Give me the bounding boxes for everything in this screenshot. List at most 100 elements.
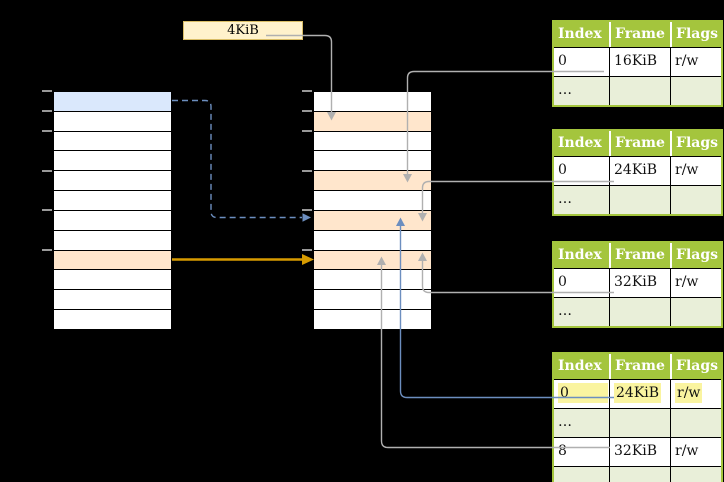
table-cell: 32KiB: [609, 269, 670, 297]
memory-cell-9: [314, 269, 431, 290]
table-cell: [609, 298, 670, 326]
table-cell: [609, 186, 670, 214]
table-cell: …: [558, 303, 572, 319]
tick-mark: [42, 209, 52, 211]
memory-cell-9: [54, 269, 171, 290]
highlighted-value: r/w: [675, 383, 703, 403]
tick-mark: [302, 130, 312, 132]
table-cell: r/w: [670, 380, 721, 408]
tick-mark: [302, 209, 312, 211]
memory-cell-8: [314, 249, 431, 270]
table-cell: r/w: [670, 48, 721, 76]
memory-cell-10: [314, 289, 431, 310]
tick-mark: [302, 170, 312, 172]
middle-memory-column: [313, 91, 432, 330]
table-cell: [670, 77, 721, 105]
table-cell: 0: [558, 53, 567, 69]
table-cell: [609, 409, 670, 437]
left-memory-column: [53, 91, 172, 330]
table-cell: 8: [558, 443, 567, 459]
memory-cell-6: [54, 209, 171, 230]
column-header-index: Index: [558, 247, 602, 263]
memory-cell-4: [54, 170, 171, 191]
column-header-flags: Flags: [670, 354, 721, 379]
table-row: …: [554, 297, 721, 326]
memory-cell-0: [314, 92, 431, 111]
highlighted-value: 24KiB: [614, 383, 662, 403]
table-cell: 16KiB: [609, 48, 670, 76]
memory-cell-1: [314, 110, 431, 131]
memory-cell-5: [54, 190, 171, 210]
arrow-dashed-page-to-frame: [172, 99, 302, 219]
memory-cell-8: [54, 249, 171, 270]
table-cell: [670, 298, 721, 326]
tick-mark: [42, 90, 52, 92]
table-cell: …: [558, 191, 572, 207]
tick-mark: [302, 90, 312, 92]
memory-cell-4: [314, 170, 431, 191]
memory-cell-7: [314, 229, 431, 250]
arrowhead-right-icon: [302, 213, 311, 222]
tick-mark: [42, 249, 52, 251]
column-header-flags: Flags: [670, 22, 721, 47]
table-cell: 24KiB: [609, 380, 670, 408]
table-row: …: [554, 466, 721, 482]
table-cell: 0: [558, 162, 567, 178]
column-header-index: Index: [558, 135, 602, 151]
memory-cell-3: [314, 150, 431, 171]
column-header-index: Index: [558, 26, 602, 42]
tick-mark: [302, 249, 312, 251]
tick-mark: [42, 110, 52, 112]
column-header-frame: Frame: [609, 354, 670, 379]
table-cell: 24KiB: [609, 157, 670, 185]
table-cell: [670, 186, 721, 214]
table-cell: …: [558, 414, 572, 430]
page-size-label: 4KiB: [183, 21, 303, 40]
column-header-flags: Flags: [670, 131, 721, 156]
memory-cell-11: [54, 309, 171, 329]
table-cell: 0: [554, 380, 609, 408]
memory-cell-11: [314, 309, 431, 329]
column-header-frame: Frame: [609, 22, 670, 47]
column-header-frame: Frame: [609, 243, 670, 268]
table-row: …: [554, 185, 721, 214]
memory-cell-0: [54, 92, 171, 111]
table-cell: [670, 409, 721, 437]
tick-mark: [42, 170, 52, 172]
table-row: …: [554, 76, 721, 105]
table-cell: [670, 467, 721, 482]
memory-cell-10: [54, 289, 171, 310]
memory-cell-3: [54, 150, 171, 171]
column-header-frame: Frame: [609, 131, 670, 156]
memory-cell-5: [314, 190, 431, 210]
tick-mark: [42, 130, 52, 132]
table-cell: …: [558, 82, 572, 98]
memory-cell-2: [314, 130, 431, 151]
memory-cell-7: [54, 229, 171, 250]
column-header-flags: Flags: [670, 243, 721, 268]
table-cell: [609, 77, 670, 105]
tick-mark: [302, 110, 312, 112]
table-row: …: [554, 408, 721, 437]
table-cell: …: [558, 472, 572, 482]
table-cell: 32KiB: [609, 438, 670, 466]
table-cell: [609, 467, 670, 482]
column-header-index: Index: [558, 358, 602, 374]
table-cell: 0: [558, 274, 567, 290]
table-cell: r/w: [670, 269, 721, 297]
highlighted-value: 0: [558, 383, 608, 403]
table-cell: r/w: [670, 438, 721, 466]
